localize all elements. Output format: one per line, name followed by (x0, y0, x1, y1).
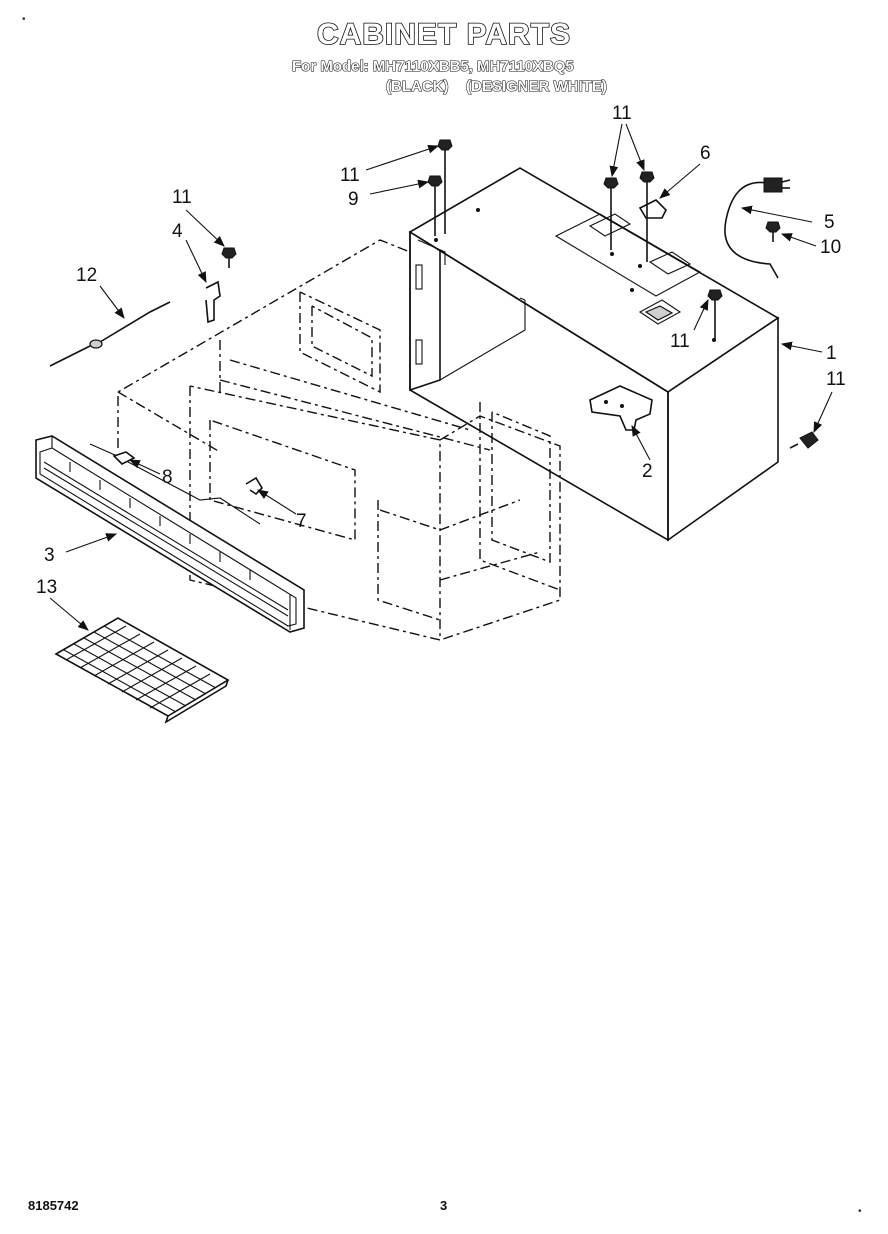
callout-6: 6 (700, 143, 711, 164)
power-cord (724, 181, 779, 279)
outer-cabinet-wrapper (408, 167, 780, 542)
page-number: 3 (440, 1198, 448, 1213)
callout-12: 12 (76, 265, 98, 286)
clip-bracket (205, 280, 221, 324)
page-title: CABINET PARTS (316, 17, 572, 52)
callout-11: 11 (172, 187, 192, 208)
callout-5: 5 (824, 212, 835, 233)
inner-cavity-frame (117, 239, 561, 641)
mount-bracket (589, 385, 653, 431)
callout-11: 11 (670, 331, 690, 352)
callout-2: 2 (642, 461, 653, 482)
callout-1: 1 (826, 343, 837, 364)
callout-11: 11 (340, 165, 360, 186)
doc-number: 8185742 (28, 1198, 79, 1213)
model-line: For Model: MH7110XBB5, MH7110XBQ5 (291, 57, 574, 75)
callout-4: 4 (172, 221, 183, 242)
callout-11: 11 (826, 369, 846, 390)
callout-9: 9 (348, 189, 359, 210)
leader-lines (49, 123, 833, 631)
callout-7: 7 (296, 511, 307, 532)
callout-8: 8 (162, 467, 173, 488)
latch-tab (638, 199, 667, 219)
grille-clip (112, 451, 136, 465)
callout-11: 11 (612, 103, 632, 124)
thermal-cutout-wire (49, 301, 171, 367)
filter-panel (54, 617, 230, 724)
corner-mark: • (22, 14, 26, 25)
callout-13: 13 (36, 577, 58, 598)
color-white-label: (DESIGNER WHITE) (465, 77, 607, 95)
callout-10: 10 (820, 237, 842, 258)
callout-3: 3 (44, 545, 55, 566)
screws (221, 139, 819, 449)
door-latch (245, 476, 264, 496)
color-black-label: (BLACK) (385, 77, 449, 95)
front-grille (35, 435, 305, 633)
corner-mark: • (858, 1206, 862, 1217)
